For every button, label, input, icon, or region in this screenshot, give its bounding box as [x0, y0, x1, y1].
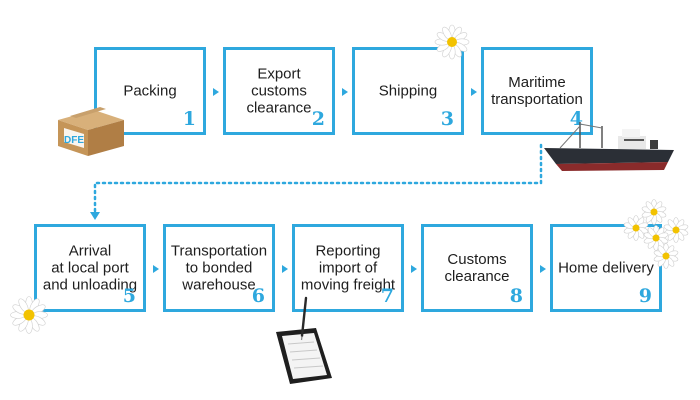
- step-8-customs-clearance: Customs clearance 8: [421, 224, 533, 312]
- step-6-bonded-warehouse: Transportation to bonded warehouse 6: [163, 224, 275, 312]
- daisy-flower-icon: [434, 24, 470, 60]
- step-number: 6: [251, 285, 265, 307]
- step-2-export-customs: Export customs clearance 2: [223, 47, 335, 135]
- step-label: Export customs clearance: [246, 65, 312, 117]
- step-label: Customs clearance: [444, 251, 510, 285]
- arrow-right-icon: [213, 88, 219, 96]
- step-3-shipping: Shipping 3: [352, 47, 464, 135]
- step-1-packing: Packing 1: [94, 47, 206, 135]
- step-number: 3: [440, 108, 454, 130]
- cardboard-box-icon: DFE: [58, 107, 124, 156]
- step-number: 9: [638, 285, 652, 307]
- clipboard-pen-icon: [276, 296, 332, 384]
- cargo-ship-icon: [544, 122, 674, 171]
- step-label: Reporting import of moving freight: [300, 242, 396, 294]
- arrow-right-icon: [471, 88, 477, 96]
- step-7-reporting-import: Reporting import of moving freight 7: [292, 224, 404, 312]
- step-label: Home delivery: [558, 259, 654, 277]
- step-9-home-delivery: Home delivery 9: [550, 224, 662, 312]
- arrow-right-icon: [282, 265, 288, 273]
- step-number: 8: [509, 285, 523, 307]
- arrow-right-icon: [153, 265, 159, 273]
- daisy-flower-icon: [10, 296, 48, 334]
- step-4-maritime: Maritime transportation 4: [481, 47, 593, 135]
- step-number: 5: [122, 285, 136, 307]
- step-5-arrival: Arrival at local port and unloading 5: [34, 224, 146, 312]
- arrow-right-icon: [540, 265, 546, 273]
- step-label: Maritime transportation: [491, 74, 583, 108]
- step-label: Shipping: [378, 82, 438, 100]
- step-number: 1: [182, 108, 196, 130]
- step-label: Arrival at local port and unloading: [42, 242, 138, 294]
- step-number: 2: [311, 108, 325, 130]
- daisy-flower-icon: [623, 199, 689, 269]
- step-label: Transportation to bonded warehouse: [170, 242, 268, 294]
- box-logo: DFE: [64, 135, 84, 146]
- step-label: Packing: [123, 82, 177, 100]
- arrow-right-icon: [411, 265, 417, 273]
- arrow-right-icon: [342, 88, 348, 96]
- step-number: 7: [380, 285, 394, 307]
